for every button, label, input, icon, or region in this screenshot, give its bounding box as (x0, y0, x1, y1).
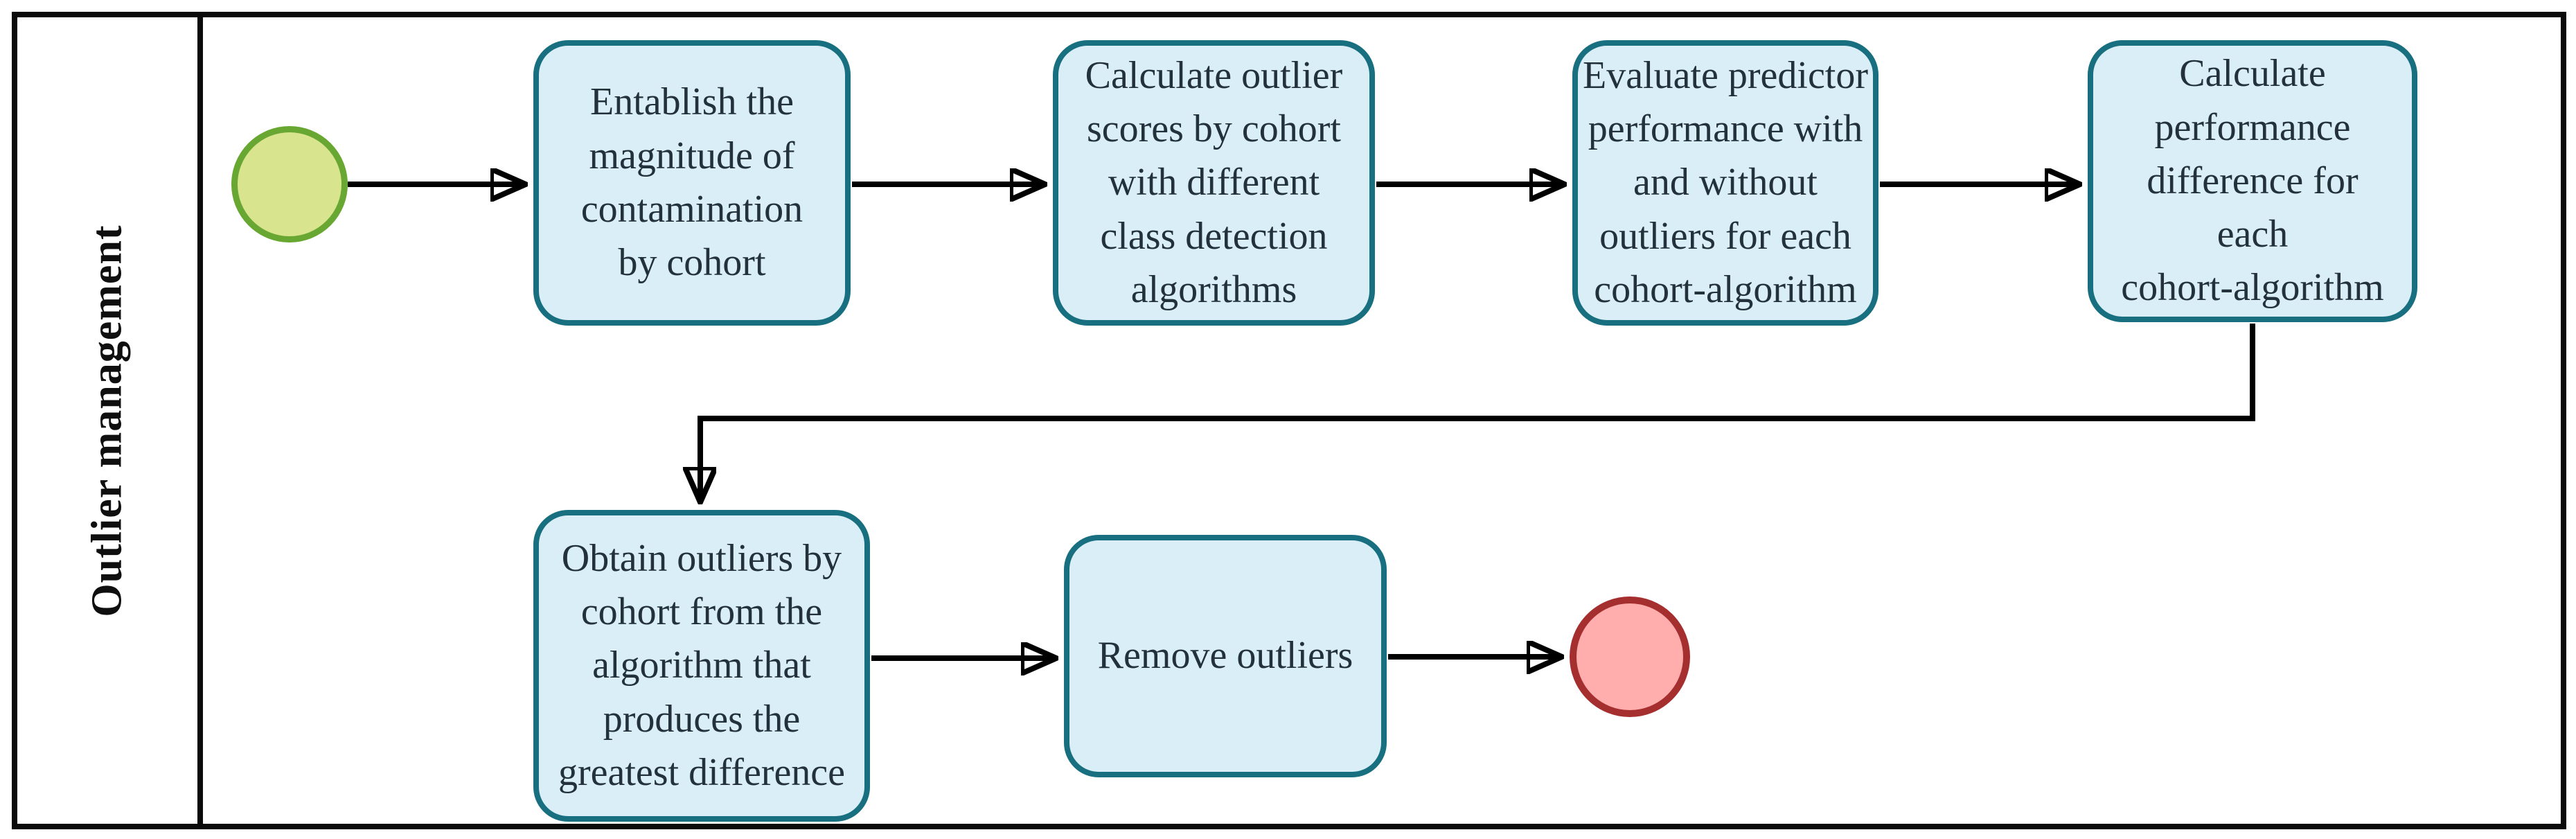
task-label: Evaluate predictor performance with and … (1582, 53, 1868, 311)
end-event (1570, 597, 1690, 717)
task-calculate-outlier-scores: Calculate outlier scores by cohort with … (1053, 40, 1375, 326)
task-evaluate-predictor-performance: Evaluate predictor performance with and … (1572, 40, 1878, 326)
task-calculate-performance-difference: Calculate performance difference for eac… (2088, 40, 2417, 322)
task-label: Remove outliers (1097, 634, 1353, 678)
task-label: Calculate outlier scores by cohort with … (1085, 53, 1343, 311)
task-obtain-outliers: Obtain outliers by cohort from the algor… (533, 510, 870, 822)
task-establish-contamination: Entablish the magnitude of contamination… (533, 40, 851, 326)
lane-title-container: Outlier management (17, 17, 197, 824)
task-label: Calculate performance difference for eac… (2121, 52, 2384, 310)
lane-divider (197, 12, 203, 829)
start-event (231, 126, 348, 242)
task-remove-outliers: Remove outliers (1064, 535, 1387, 777)
task-label: Obtain outliers by cohort from the algor… (558, 536, 846, 794)
lane-title: Outlier management (83, 224, 131, 617)
task-label: Entablish the magnitude of contamination… (580, 80, 803, 285)
